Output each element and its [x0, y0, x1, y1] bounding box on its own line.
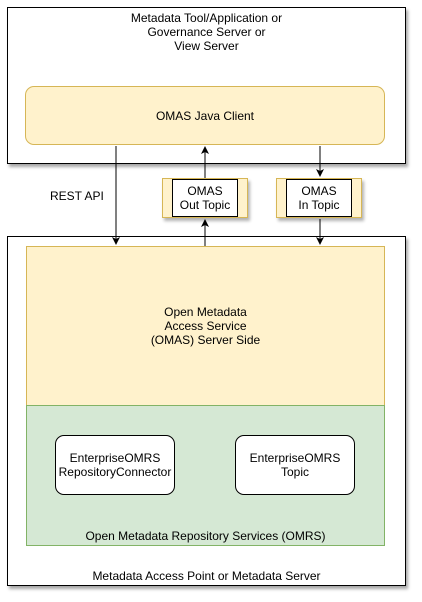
omas-in-topic: OMAS In Topic [276, 178, 362, 218]
omas-out-topic-label: OMAS Out Topic [172, 179, 238, 217]
omas-out-topic: OMAS Out Topic [162, 178, 248, 218]
server-container-title: Metadata Access Point or Metadata Server [92, 569, 321, 583]
enterprise-omrs-topic-box: EnterpriseOMRS Topic [235, 435, 355, 495]
omas-java-client-box: OMAS Java Client [25, 86, 385, 145]
rest-api-label: REST API [50, 189, 104, 203]
omas-in-topic-label: OMAS In Topic [286, 179, 352, 217]
enterprise-omrs-repository-connector-box: EnterpriseOMRS RepositoryConnector [55, 435, 175, 495]
omrs-label: Open Metadata Repository Services (OMRS) [85, 529, 326, 543]
tool-container-title: Metadata Tool/Application or Governance … [130, 11, 283, 53]
omas-server-side-box: Open Metadata Access Service (OMAS) Serv… [26, 246, 385, 406]
